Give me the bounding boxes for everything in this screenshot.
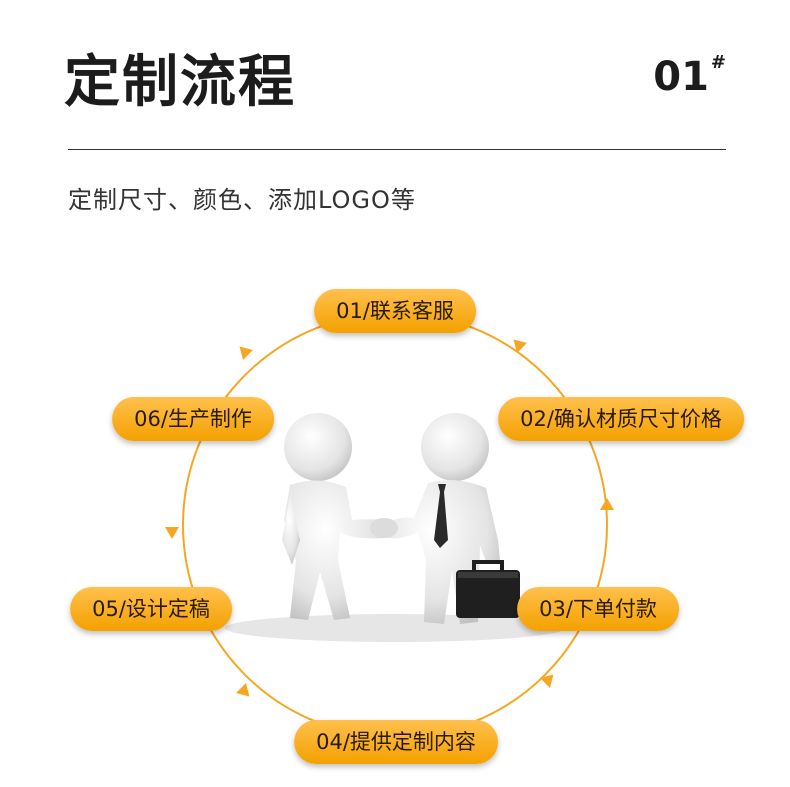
number-mark: #	[710, 52, 726, 73]
page-title: 定制流程	[64, 50, 296, 115]
arrow-icon	[540, 674, 554, 688]
arrow-icon	[236, 683, 250, 697]
step-01-contact-service[interactable]: 01/联系客服	[314, 289, 476, 333]
step-05-design-finalize[interactable]: 05/设计定稿	[70, 587, 232, 631]
cycle-arrows	[165, 339, 614, 697]
step-03-order-payment[interactable]: 03/下单付款	[517, 587, 679, 631]
arrow-icon	[600, 498, 614, 510]
subtitle: 定制尺寸、颜色、添加LOGO等	[68, 186, 416, 214]
step-06-production[interactable]: 06/生产制作	[112, 397, 274, 441]
handshake-figures-icon	[225, 413, 565, 642]
header-divider	[68, 149, 726, 150]
step-04-provide-custom-content[interactable]: 04/提供定制内容	[294, 720, 498, 764]
step-02-confirm-material-size-price[interactable]: 02/确认材质尺寸价格	[498, 397, 744, 441]
arrow-icon	[239, 346, 253, 360]
page-number: 01#	[653, 52, 726, 100]
arrow-icon	[513, 339, 527, 353]
arrow-icon	[165, 527, 179, 539]
